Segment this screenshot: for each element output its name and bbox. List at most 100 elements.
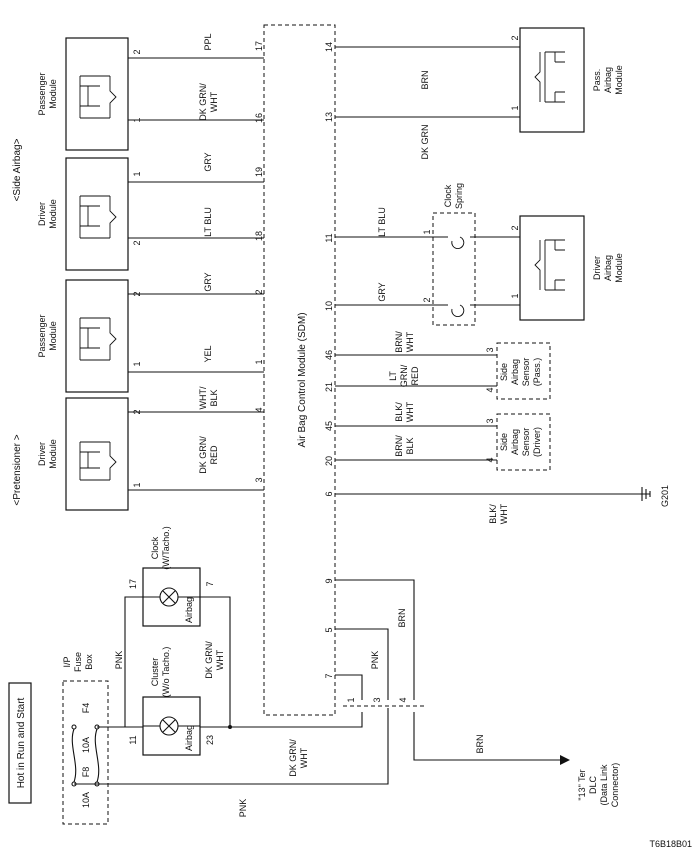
svg-text:GRY: GRY (203, 152, 213, 171)
svg-text:3: 3 (485, 347, 495, 352)
svg-text:GRN/: GRN/ (399, 364, 409, 387)
power-label-box: Hot in Run and Start (8, 682, 32, 804)
svg-text:Passenger: Passenger (37, 72, 47, 115)
pnk-wire-bottom (74, 708, 389, 785)
svg-text:1: 1 (510, 293, 520, 298)
svg-text:5: 5 (324, 627, 334, 632)
fuse-f4-symbol (94, 728, 100, 783)
svg-text:6: 6 (324, 491, 334, 496)
svg-text:1: 1 (510, 105, 520, 110)
svg-text:Side: Side (499, 363, 509, 381)
side-sensor-driver: Side Airbag Sensor (Driver) 3 4 (485, 413, 551, 471)
svg-text:Driver: Driver (592, 256, 602, 280)
svg-text:Module: Module (48, 79, 58, 109)
svg-text:Airbag: Airbag (603, 255, 613, 281)
side-sensor-pass: Side Airbag Sensor (Pass.) 3 4 (485, 342, 551, 400)
svg-text:Spring: Spring (454, 183, 464, 209)
svg-text:20: 20 (324, 456, 334, 466)
clock-spring: Clock Spring 1 2 (422, 183, 476, 326)
svg-text:45: 45 (324, 421, 334, 431)
pnk-wire-top (97, 596, 143, 728)
svg-text:1: 1 (132, 361, 142, 366)
svg-text:"13" Ter: "13" Ter (577, 769, 587, 800)
svg-text:(Data Link: (Data Link (599, 764, 609, 806)
dkgrn-clock-label-1: DK GRN/ (204, 641, 214, 679)
svg-text:BRN/: BRN/ (394, 331, 404, 353)
pass-airbag-module: Pass. Airbag Module 1 2 (510, 27, 624, 133)
svg-text:Airbag: Airbag (510, 359, 520, 385)
svg-text:2: 2 (132, 240, 142, 245)
pret-driver-module: Driver Module 1 2 (37, 397, 142, 511)
side-driver-module: Driver Module 2 1 (37, 157, 142, 271)
svg-text:17: 17 (254, 41, 264, 51)
svg-text:4: 4 (485, 387, 495, 392)
svg-text:1: 1 (254, 359, 264, 364)
pret-passenger-module: Passenger Module 1 2 (37, 279, 142, 393)
svg-text:LT BLU: LT BLU (203, 207, 213, 237)
pnk-top-label: PNK (114, 651, 124, 670)
dlc-connector: "13" Ter DLC (Data Link Connector) (577, 763, 620, 808)
svg-text:Module: Module (48, 321, 58, 351)
svg-text:Airbag: Airbag (603, 67, 613, 93)
svg-text:7: 7 (324, 673, 334, 678)
splice-dot (228, 725, 232, 729)
svg-text:WHT: WHT (499, 503, 509, 524)
svg-text:2: 2 (254, 289, 264, 294)
svg-text:Module: Module (48, 439, 58, 469)
svg-text:4: 4 (398, 697, 408, 702)
svg-text:(Driver): (Driver) (532, 427, 542, 457)
svg-text:DK GRN: DK GRN (420, 124, 430, 159)
svg-text:16: 16 (254, 113, 264, 123)
svg-text:Module: Module (48, 199, 58, 229)
svg-text:BRN: BRN (475, 734, 485, 753)
svg-text:1: 1 (132, 171, 142, 176)
svg-text:BRN/: BRN/ (394, 435, 404, 457)
cluster-module: Airbag Cluster (W/o Tacho.) 11 23 (128, 647, 215, 756)
side-passenger-module: Passenger Module 1 2 (37, 37, 142, 151)
pnk-bottom-label: PNK (238, 799, 248, 818)
svg-text:2: 2 (132, 49, 142, 54)
clock-title-1: Clock (150, 536, 160, 559)
svg-text:WHT: WHT (209, 91, 219, 112)
cluster-pin-23: 23 (205, 735, 215, 745)
svg-text:GRY: GRY (203, 272, 213, 291)
power-label: Hot in Run and Start (16, 697, 27, 788)
svg-text:3: 3 (372, 697, 382, 702)
svg-text:BLK: BLK (405, 437, 415, 454)
svg-text:WHT/: WHT/ (198, 386, 208, 409)
svg-text:YEL: YEL (203, 345, 213, 362)
section-pretensioner: <Pretensioner > (12, 434, 23, 505)
svg-text:RED: RED (410, 366, 420, 386)
fuse-f8-name: F8 (81, 767, 91, 778)
fuse-box-title-3: Box (84, 654, 94, 670)
cluster-pin-11: 11 (128, 735, 138, 744)
svg-text:2: 2 (510, 225, 520, 230)
svg-text:PNK: PNK (370, 651, 380, 670)
fuse-f8-rating: 10A (81, 792, 91, 808)
right-wires (335, 46, 651, 501)
figure-code: T6B18B01 (649, 839, 692, 849)
svg-text:Pass.: Pass. (592, 69, 602, 92)
svg-text:WHT: WHT (405, 401, 415, 422)
clock-airbag-label: Airbag (184, 597, 194, 623)
bottom-wires (335, 579, 570, 765)
section-side-airbag: <Side Airbag> (12, 138, 23, 201)
sdm-title: Air Bag Control Module (SDM) (297, 312, 308, 447)
fuse-box: I/P Fuse Box F4 10A F8 10A (62, 652, 109, 825)
svg-text:Module: Module (614, 253, 624, 283)
clock-pin-7: 7 (205, 581, 215, 586)
svg-text:Clock: Clock (443, 184, 453, 207)
svg-text:1: 1 (346, 697, 356, 702)
svg-text:11: 11 (324, 233, 334, 242)
svg-text:GRY: GRY (377, 282, 387, 301)
svg-text:BRN: BRN (397, 608, 407, 627)
svg-text:Driver: Driver (37, 442, 47, 466)
svg-text:3: 3 (485, 418, 495, 423)
dkgrn-cluster-label-2: WHT (299, 747, 309, 768)
clock-module: Airbag Clock (W/Tacho.) 17 7 (128, 526, 215, 627)
svg-text:14: 14 (324, 42, 334, 52)
svg-text:DLC: DLC (588, 776, 598, 795)
svg-text:Module: Module (614, 65, 624, 95)
clock-title-2: (W/Tacho.) (161, 526, 171, 570)
fuse-f4-rating: 10A (81, 737, 91, 753)
